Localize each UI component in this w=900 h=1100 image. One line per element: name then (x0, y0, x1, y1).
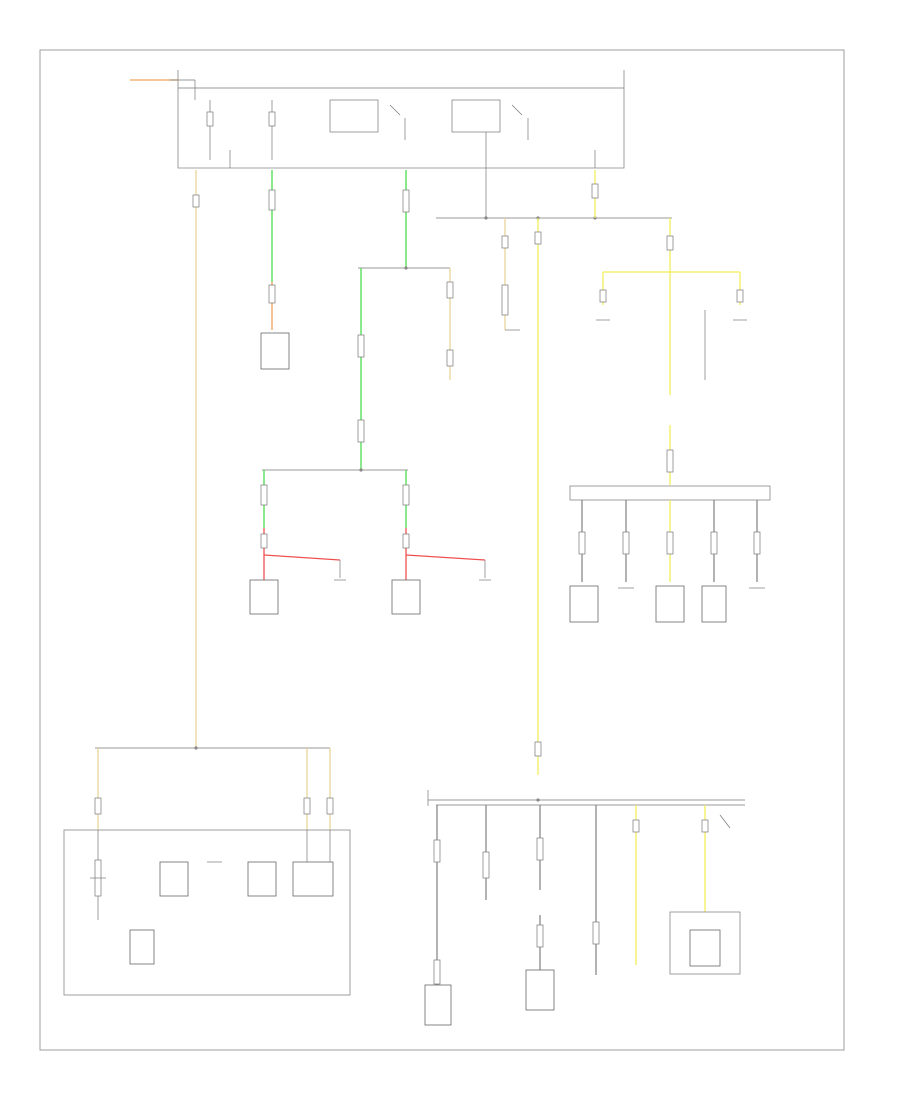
right-component-1 (569, 585, 599, 623)
right-component-4 (701, 585, 727, 623)
battery-feed (130, 79, 196, 100)
bottom-right-bus (424, 790, 745, 1026)
green-wire-tree (249, 170, 491, 615)
fuse-symbol (268, 100, 276, 160)
right-component-3 (655, 585, 685, 623)
center-right-bus (436, 168, 672, 331)
tan-trunk-wire (94, 170, 334, 830)
green-wire-branch-left (260, 170, 290, 370)
module-box-1 (159, 861, 189, 897)
component-b (391, 579, 421, 615)
underhood-fuse-relay-box (177, 70, 625, 169)
bottom-drops (433, 805, 731, 985)
yellow-right-drops (578, 500, 761, 582)
module-box-3 (247, 861, 277, 897)
relay-symbol (451, 99, 529, 140)
module-box-5 (129, 929, 155, 965)
bottom-left-module (63, 829, 351, 996)
module-box-4 (292, 861, 334, 897)
relay-symbol (329, 99, 406, 140)
boxed-component (689, 929, 721, 967)
fuse-symbol (206, 100, 214, 160)
left-component (260, 332, 290, 370)
component-a (249, 579, 279, 615)
yellow-long-drop (534, 218, 542, 775)
bottom-component-2 (525, 969, 555, 1011)
bottom-component-1 (424, 984, 452, 1026)
yellow-right-tree (569, 218, 771, 623)
page-frame (39, 49, 845, 1051)
